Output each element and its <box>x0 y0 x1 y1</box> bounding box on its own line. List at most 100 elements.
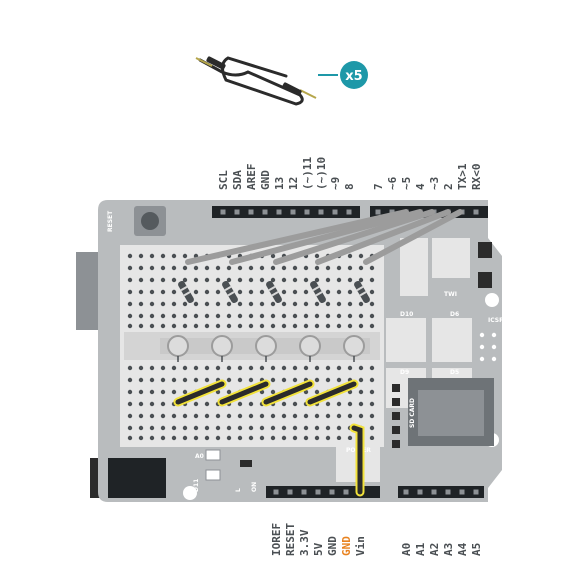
breadboard-hole <box>237 413 243 419</box>
breadboard-hole <box>138 253 144 259</box>
breadboard-hole <box>138 265 144 271</box>
breadboard-hole <box>358 401 364 407</box>
breadboard-hole <box>336 289 342 295</box>
breadboard-hole <box>336 413 342 419</box>
breadboard-hole <box>127 289 133 295</box>
breadboard-hole <box>182 377 188 383</box>
breadboard-hole <box>259 289 265 295</box>
breadboard-hole <box>325 313 331 319</box>
bottom-pin-label: A1 <box>414 542 427 556</box>
top-pin-label: ~5 <box>400 177 413 190</box>
breadboard-hole <box>281 377 287 383</box>
breadboard-hole <box>226 365 232 371</box>
breadboard-hole <box>171 365 177 371</box>
breadboard-hole <box>369 323 375 329</box>
breadboard-hole <box>127 365 133 371</box>
top-pin-label: SDA <box>231 170 244 190</box>
top-pin-label: GND <box>259 170 272 190</box>
a0-small-label: A0 <box>195 453 204 460</box>
bottom-pin-label: A0 <box>400 543 413 556</box>
breadboard-hole <box>336 435 342 441</box>
breadboard-hole <box>259 365 265 371</box>
breadboard-hole <box>369 425 375 431</box>
breadboard-hole <box>160 413 166 419</box>
breadboard-hole <box>369 313 375 319</box>
top-pin-label: (~)11 <box>301 157 314 190</box>
bottom-pin-label: Vin <box>354 536 367 556</box>
breadboard-hole <box>270 413 276 419</box>
breadboard-hole <box>193 301 199 307</box>
breadboard-hole <box>204 313 210 319</box>
mount-hole <box>485 293 499 307</box>
breadboard-hole <box>281 289 287 295</box>
breadboard-hole <box>347 365 353 371</box>
breadboard-hole <box>149 425 155 431</box>
breadboard-hole <box>336 313 342 319</box>
breadboard-hole <box>226 277 232 283</box>
breadboard-hole <box>237 323 243 329</box>
breadboard-hole <box>237 401 243 407</box>
top-pin-label: AREF <box>245 164 258 191</box>
breadboard-hole <box>314 265 320 271</box>
breadboard-hole <box>314 377 320 383</box>
breadboard-hole <box>193 435 199 441</box>
breadboard-hole <box>270 265 276 271</box>
breadboard-hole <box>237 313 243 319</box>
breadboard-hole <box>314 435 320 441</box>
breadboard-hole <box>204 413 210 419</box>
breadboard-hole <box>358 323 364 329</box>
header-pin <box>276 209 282 215</box>
breadboard-hole <box>160 289 166 295</box>
breadboard-hole <box>193 323 199 329</box>
breadboard-hole <box>204 425 210 431</box>
breadboard-hole <box>281 365 287 371</box>
breadboard-hole <box>336 365 342 371</box>
breadboard-hole <box>325 377 331 383</box>
header-pin <box>290 209 296 215</box>
bottom-pin-label: IOREF <box>270 523 283 556</box>
breadboard-hole <box>336 265 342 271</box>
breadboard-hole <box>226 435 232 441</box>
breadboard-hole <box>160 401 166 407</box>
header-pin <box>304 209 310 215</box>
breadboard-hole <box>204 265 210 271</box>
header-pin <box>315 489 321 495</box>
bottom-pin-label: A2 <box>428 543 441 556</box>
breadboard-hole <box>248 413 254 419</box>
highlighted-gnd-label: GND <box>340 536 353 556</box>
breadboard-hole <box>314 323 320 329</box>
bottom-pin-label: 5V <box>312 542 325 556</box>
breadboard-hole <box>292 413 298 419</box>
breadboard-hole <box>292 289 298 295</box>
twi-label: TWI <box>444 291 457 298</box>
breadboard-hole <box>160 277 166 283</box>
breadboard-hole <box>259 313 265 319</box>
breadboard-hole <box>303 277 309 283</box>
mount-hole <box>183 486 197 500</box>
breadboard-hole <box>171 435 177 441</box>
breadboard-hole <box>138 401 144 407</box>
breadboard-hole <box>138 389 144 395</box>
breadboard-hole <box>149 389 155 395</box>
header-pin <box>431 489 437 495</box>
breadboard-hole <box>314 413 320 419</box>
breadboard-hole <box>336 323 342 329</box>
header-pin <box>473 489 479 495</box>
breadboard-hole <box>138 377 144 383</box>
breadboard-hole <box>358 413 364 419</box>
breadboard-hole <box>182 301 188 307</box>
breadboard-hole <box>292 425 298 431</box>
breadboard-hole <box>325 435 331 441</box>
icsp-label: ICSP <box>488 317 504 324</box>
breadboard-hole <box>325 413 331 419</box>
reset-button-cap <box>141 212 159 230</box>
breadboard-hole <box>127 265 133 271</box>
breadboard-hole <box>127 435 133 441</box>
breadboard-hole <box>138 323 144 329</box>
breadboard-hole <box>182 313 188 319</box>
breadboard-hole <box>270 389 276 395</box>
bottom-pin-label: A4 <box>456 542 469 556</box>
breadboard-hole <box>149 377 155 383</box>
breadboard-hole <box>182 323 188 329</box>
breadboard-hole <box>281 413 287 419</box>
